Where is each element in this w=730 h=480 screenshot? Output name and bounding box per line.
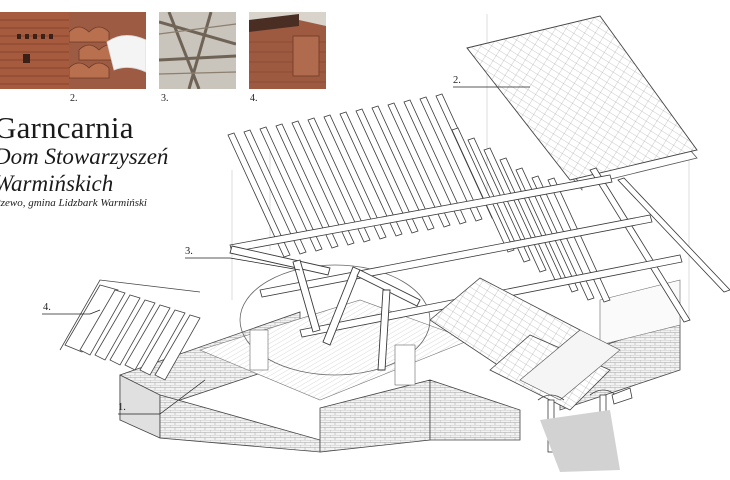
subtitle-line-1: Dom Stowarzyszeń [0, 144, 169, 169]
photo-brick-wall [0, 12, 72, 89]
callout-2: 2. [453, 75, 461, 86]
roof-panel-tiles [466, 15, 698, 181]
location-caption: Rzewo, gmina Lidzbark Warmiński [0, 197, 147, 209]
interior-floor [199, 264, 471, 401]
roof-eaves-left [59, 279, 201, 381]
callout-leaders [42, 86, 530, 415]
page-subtitle: Dom Stowarzyszeń Warmińskich [0, 143, 168, 197]
photo-label: 2. [70, 93, 78, 104]
photo-label: 3. [161, 93, 169, 104]
photo-roof-tiles-snow [69, 12, 146, 89]
photo-label: 4. [250, 93, 258, 104]
photo-roof-truss [159, 12, 236, 89]
roof-truss [229, 245, 421, 371]
callout-3: 3. [185, 246, 193, 257]
callout-4: 4. [43, 302, 51, 313]
photo-brick-corner [249, 12, 326, 89]
ground-texture [540, 410, 620, 472]
page-title: Garncarnia [0, 110, 134, 145]
subtitle-line-2: Warmińskich [0, 171, 114, 196]
rafters [227, 93, 730, 323]
callout-1: 1. [118, 402, 126, 413]
